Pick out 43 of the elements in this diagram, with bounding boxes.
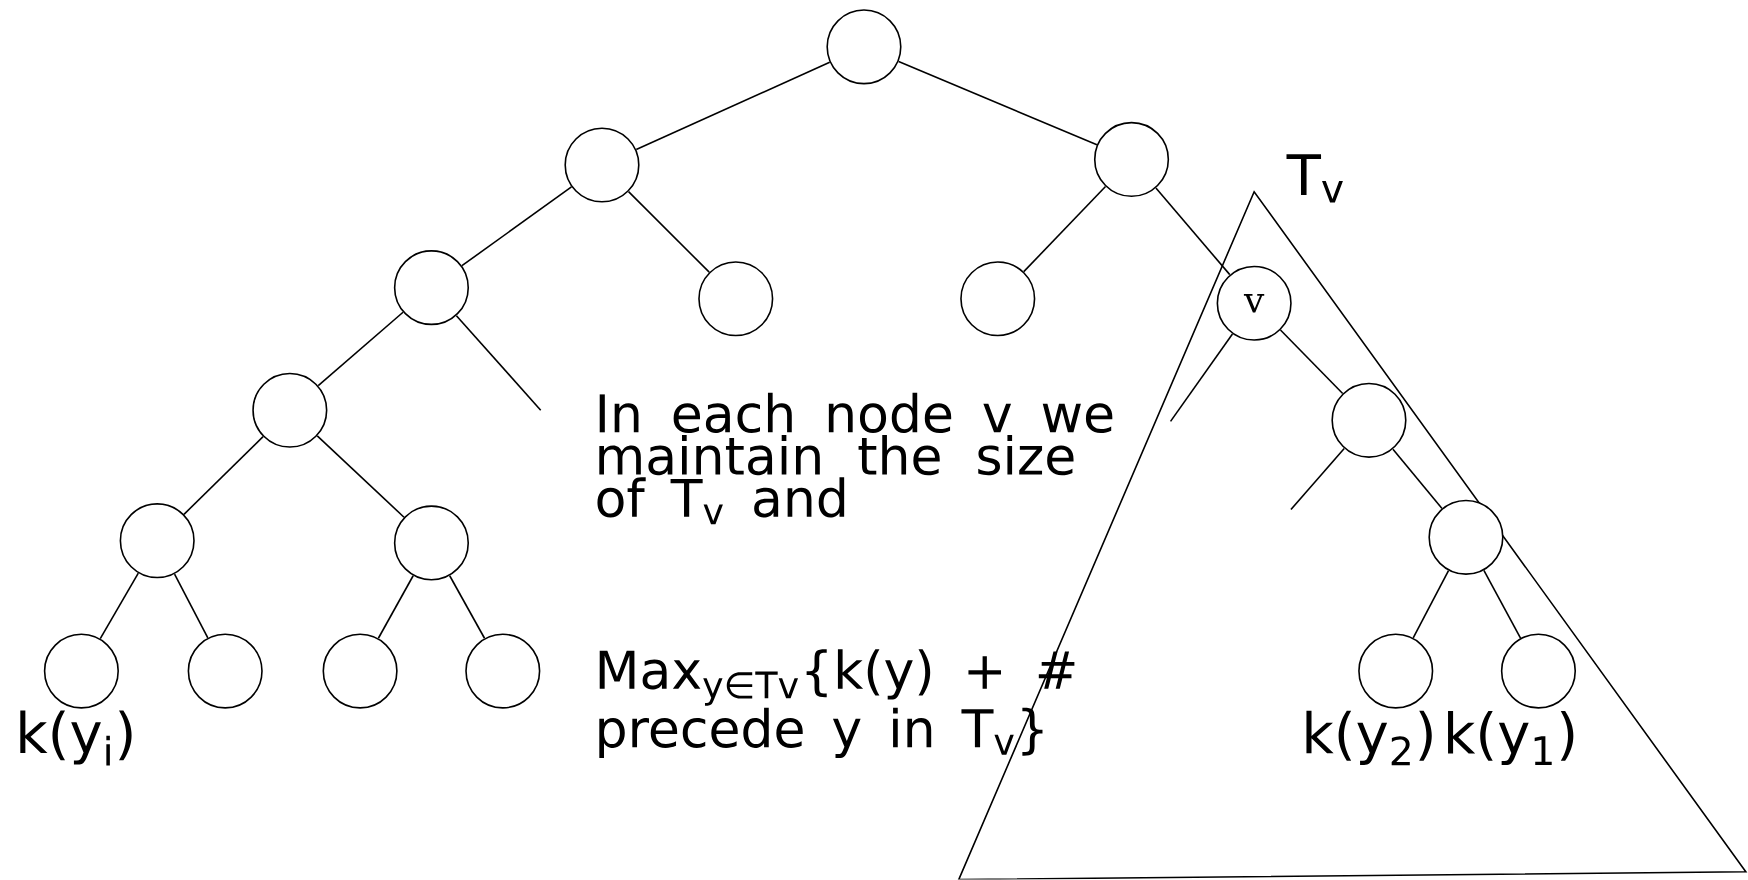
tree-node bbox=[1093, 122, 1170, 198]
tree-edge bbox=[317, 311, 404, 387]
tree-node bbox=[698, 261, 774, 337]
tree-node bbox=[187, 633, 263, 709]
tree-edge bbox=[1169, 333, 1234, 423]
tree-edge bbox=[455, 315, 542, 412]
tree-node bbox=[393, 250, 470, 326]
tree-edge bbox=[183, 436, 264, 516]
tree-edge bbox=[173, 573, 209, 639]
tree-node bbox=[1358, 633, 1434, 709]
tree-edge bbox=[627, 190, 710, 274]
key-label: k(y$_{1}$) bbox=[1448, 711, 1574, 766]
tree-edge bbox=[1412, 570, 1450, 639]
tree-node bbox=[465, 633, 541, 709]
tree-edge bbox=[1290, 447, 1346, 511]
tree-edge bbox=[1155, 187, 1231, 276]
tree-edge bbox=[897, 60, 1098, 146]
subtree-label: T$_{v}$ bbox=[1286, 154, 1343, 203]
tree-node bbox=[252, 372, 328, 449]
tree-node bbox=[960, 261, 1036, 337]
note-text: In each node v we maintain the size of T$_{v}$ and bbox=[597, 393, 1113, 525]
tree-edge bbox=[635, 61, 831, 151]
tree-edge bbox=[377, 575, 414, 640]
tree-edge bbox=[99, 572, 140, 640]
key-label: k(y$_{2}$) bbox=[1306, 711, 1432, 766]
tree-edge bbox=[316, 435, 405, 519]
tree-node bbox=[826, 9, 902, 85]
tree-edge bbox=[1392, 448, 1443, 510]
tree-node bbox=[393, 505, 470, 581]
tree-node bbox=[1428, 499, 1504, 576]
tree-node bbox=[322, 633, 398, 709]
key-label: k(y$_{i}$) bbox=[20, 710, 132, 766]
tree-edge bbox=[1483, 569, 1522, 640]
tree-edge bbox=[1279, 329, 1344, 395]
tree-node bbox=[119, 503, 195, 579]
tree-edge bbox=[448, 575, 486, 640]
tree-node bbox=[1500, 633, 1577, 709]
tree-node bbox=[43, 633, 119, 709]
tree-node bbox=[1331, 382, 1407, 459]
tree-edge bbox=[1023, 185, 1107, 273]
tree-node: v bbox=[1216, 265, 1292, 342]
tree-node bbox=[564, 127, 640, 203]
tree-edge bbox=[461, 186, 573, 267]
